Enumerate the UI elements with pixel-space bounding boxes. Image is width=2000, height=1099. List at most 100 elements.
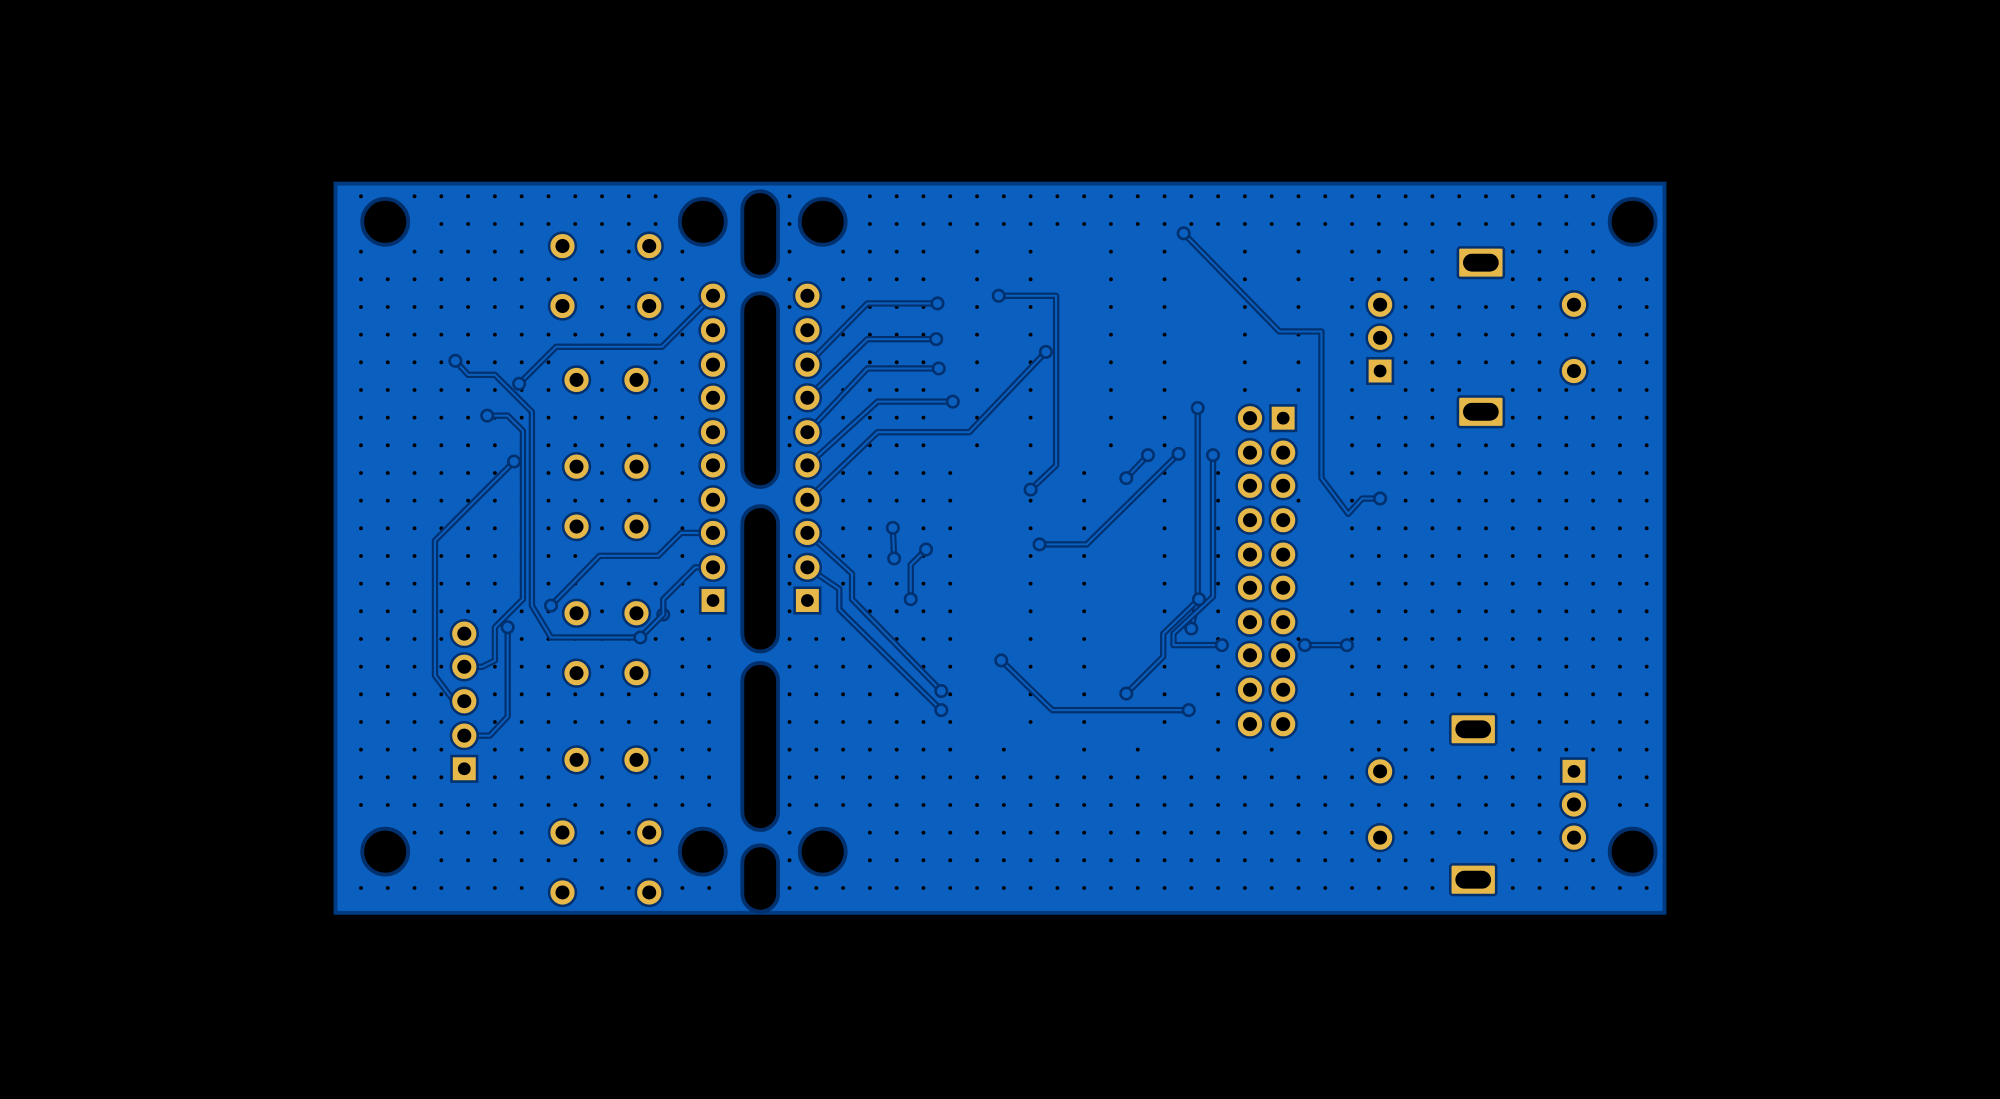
- stitching-via: [492, 886, 497, 890]
- stitching-via: [1537, 360, 1542, 365]
- stitching-via: [1644, 803, 1649, 807]
- stitching-via: [1296, 775, 1301, 780]
- stitching-via: [600, 886, 604, 890]
- pad-drill: [800, 390, 815, 405]
- stitching-via: [626, 803, 631, 807]
- stitching-via: [412, 415, 417, 420]
- pad-drill: [705, 425, 721, 440]
- stitching-via: [1055, 775, 1060, 780]
- stitching-via: [359, 388, 363, 392]
- stitching-via: [412, 249, 417, 254]
- stitching-via: [1162, 775, 1167, 780]
- stitching-via: [439, 886, 444, 890]
- stitching-via: [1457, 775, 1462, 780]
- stitching-via: [707, 637, 712, 641]
- mounting-hole: [677, 826, 728, 877]
- stitching-via: [359, 360, 363, 365]
- pad-drill: [705, 323, 721, 338]
- stitching-via: [412, 692, 417, 697]
- stitching-via: [1403, 581, 1408, 586]
- stitching-via: [519, 194, 524, 199]
- via: [929, 332, 944, 347]
- stitching-via: [412, 830, 417, 835]
- stitching-via: [519, 415, 524, 420]
- stitching-via: [867, 498, 872, 503]
- stitching-via: [1457, 526, 1462, 531]
- stitching-via: [1510, 775, 1515, 780]
- stitching-via: [439, 305, 444, 309]
- stitching-via: [1617, 664, 1622, 669]
- stitching-via: [1109, 332, 1113, 337]
- stitching-via: [385, 498, 390, 503]
- stitching-via: [1189, 886, 1194, 890]
- stitching-via: [894, 222, 899, 226]
- stitching-via: [1055, 803, 1060, 807]
- stitching-via: [1510, 720, 1515, 724]
- stitching-via: [359, 471, 363, 475]
- stitching-via: [680, 415, 685, 420]
- stitching-via: [1350, 388, 1354, 392]
- stitching-via: [680, 277, 685, 282]
- stitching-via: [680, 692, 685, 697]
- stitching-via: [1644, 526, 1649, 531]
- stitching-via: [439, 554, 444, 558]
- stitching-via: [1376, 443, 1381, 448]
- stitching-via: [492, 471, 497, 475]
- stitching-via: [1510, 609, 1515, 614]
- trace-core: [806, 338, 938, 399]
- stitching-via: [439, 664, 444, 669]
- stitching-via: [921, 443, 926, 448]
- stitching-via: [1484, 803, 1488, 807]
- pad-drill: [1276, 682, 1291, 697]
- stitching-via: [894, 609, 899, 614]
- stitching-via: [546, 415, 551, 420]
- stitching-via: [1537, 222, 1542, 226]
- stitching-via: [1617, 720, 1622, 724]
- stitching-via: [894, 249, 899, 254]
- stitching-via: [626, 830, 631, 835]
- stitching-via: [1216, 581, 1221, 586]
- stitching-via: [1403, 526, 1408, 531]
- stitching-via: [975, 277, 979, 282]
- stitching-via: [546, 277, 551, 282]
- stitching-via: [385, 886, 390, 890]
- stitching-via: [1564, 858, 1569, 863]
- stitching-via: [867, 526, 872, 531]
- pad-drill: [555, 239, 570, 254]
- stitching-via: [1564, 498, 1569, 503]
- stitching-via: [600, 471, 604, 475]
- stitching-via: [439, 830, 444, 835]
- stitching-via: [1055, 858, 1060, 863]
- stitching-via: [1269, 747, 1274, 752]
- stitching-via: [1617, 415, 1622, 420]
- stitching-via: [1109, 886, 1113, 890]
- stitching-via: [1001, 194, 1006, 199]
- stitching-via: [1617, 775, 1622, 780]
- stitching-via: [412, 609, 417, 614]
- stitching-via: [546, 526, 551, 531]
- stitching-via: [546, 775, 551, 780]
- stitching-via: [921, 830, 926, 835]
- stitching-via: [1564, 692, 1569, 697]
- stitching-via: [412, 388, 417, 392]
- stitching-via: [600, 692, 604, 697]
- stitching-via: [841, 277, 846, 282]
- stitching-via: [359, 526, 363, 531]
- trace-core: [1172, 454, 1223, 647]
- stitching-via: [680, 720, 685, 724]
- stitching-via: [894, 415, 899, 420]
- stitching-via: [546, 471, 551, 475]
- stitching-via: [359, 609, 363, 614]
- stitching-via: [1537, 277, 1542, 282]
- stitching-via: [573, 498, 578, 503]
- via: [1373, 491, 1388, 506]
- stitching-via: [1082, 194, 1087, 199]
- stitching-via: [439, 747, 444, 752]
- stitching-via: [546, 194, 551, 199]
- stitching-via: [1376, 664, 1381, 669]
- trace-core: [1000, 659, 1190, 712]
- stitching-via: [1028, 637, 1033, 641]
- stitching-via: [1403, 886, 1408, 890]
- stitching-via: [921, 609, 926, 614]
- stitching-via: [439, 443, 444, 448]
